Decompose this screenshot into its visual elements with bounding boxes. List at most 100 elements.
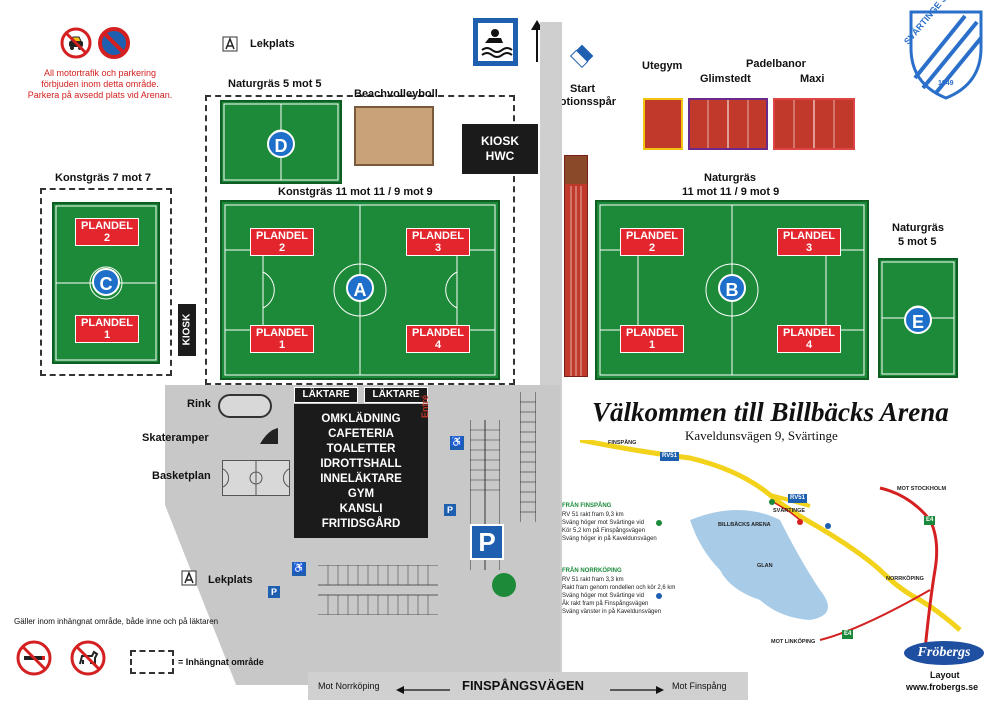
mini-e4-b: E4 [842, 630, 854, 639]
mini-mot-linkoping: MOT LINKÖPING [771, 639, 816, 645]
mini-norrkoping: NORRKÖPING [886, 576, 924, 582]
mini-glan: GLAN [757, 563, 773, 569]
galler-text: Gäller inom inhängnat område, både inne … [14, 617, 219, 626]
building-line-2: CAFETERIA [328, 428, 394, 440]
parking-sign: P [470, 524, 504, 560]
running-track-start [565, 156, 587, 184]
padelbanor-label: Padelbanor [746, 58, 806, 70]
wheelchair-icon: ♿ [450, 436, 464, 450]
basketball-court [222, 460, 290, 496]
arrow-right-icon [610, 682, 664, 694]
mini-svartinge: SVÄRTINGE [773, 508, 806, 514]
building-line-4: IDROTTSHALL [320, 458, 402, 470]
start-label-2: motionsspår [550, 96, 617, 108]
konstgras-a-label: Konstgräs 11 mot 11 / 9 mot 9 [278, 186, 433, 198]
inhagnat-legend-box [130, 650, 174, 674]
mini-rv51-b: RV51 [788, 494, 807, 503]
plandel-c-2-number: 2 [103, 232, 111, 244]
running-track [564, 155, 588, 377]
no-smoking-icon [16, 640, 52, 676]
kiosk-side-label: KIOSK [181, 313, 193, 346]
plandel-b-1-title: PLANDEL [626, 327, 678, 339]
field-c-marker: C [92, 268, 120, 296]
mini-mot-stockholm: MOT STOCKHOLM [897, 486, 947, 492]
mini-e4-a: E4 [924, 516, 936, 525]
notice-line-2: förbjuden inom detta område. [41, 79, 159, 89]
mini-rv51-a: RV51 [660, 452, 679, 461]
padel-court-maxi [773, 98, 855, 150]
kiosk-side: KIOSK [178, 304, 196, 356]
utegym-label: Utegym [642, 60, 683, 72]
from-finspang-line-1: RV 51 rakt fram 9,3 km [562, 512, 624, 518]
mini-finspang: FINSPÅNG [608, 440, 637, 446]
no-parking-icon [98, 27, 130, 59]
trail-start-flag-icon [568, 42, 596, 70]
main-building: OMKLÄDNING CAFETERIA TOALETTER IDROTTSHA… [294, 404, 428, 538]
playground-icon [222, 36, 238, 52]
field-d-marker: D [267, 130, 295, 158]
plandel-a-1-number: 1 [278, 339, 286, 351]
beachvolley-label: Beachvolleyboll [354, 88, 438, 100]
from-norrkoping-line-5: Sväng vänster in på Kaveldunsvägen [562, 609, 662, 615]
field-e-marker: E [904, 306, 932, 334]
parking-rows-right [519, 392, 537, 522]
mini-billbacks: BILLBÄCKS ARENA [718, 522, 771, 528]
from-finspang-head: FRÅN FINSPÅNG [562, 503, 612, 509]
from-finspang-line-3: Kör 5,2 km på Finspångsvägen [562, 528, 646, 534]
plandel-a-4-title: PLANDEL [412, 327, 464, 339]
beachvolley-court [354, 106, 434, 166]
parking-sign-letter: P [478, 527, 496, 557]
plandel-b-2-number: 2 [648, 242, 656, 254]
naturgras-b-label-1: Naturgräs [704, 172, 756, 184]
blue-dot-icon [656, 593, 662, 599]
field-b-marker: B [718, 274, 746, 302]
notice-line-3: Parkera på avsedd plats vid Arenan. [27, 90, 173, 100]
plandel-c-1-number: 1 [103, 329, 111, 341]
lekplats-top-label: Lekplats [250, 38, 295, 50]
glimstedt-label: Glimstedt [700, 73, 751, 85]
naturgras-e-label-1: Naturgräs [892, 222, 944, 234]
arrow-left-icon [396, 682, 450, 694]
rink-label: Rink [187, 398, 211, 410]
kiosk-hwc: KIOSK HWC [462, 124, 538, 174]
plandel-a-2-number: 2 [278, 242, 286, 254]
building-line-1: OMKLÄDNING [321, 413, 401, 425]
green-dot-icon [656, 520, 662, 526]
plandel-b-4-number: 4 [805, 339, 813, 351]
lekplats-bottom-label: Lekplats [208, 574, 253, 586]
club-year: 1949 [938, 80, 954, 87]
fence-c [40, 188, 172, 376]
mot-finspang-label: Mot Finspång [672, 681, 727, 691]
fence-a [205, 95, 515, 385]
finspangsvagen-label: FINSPÅNGSVÄGEN [462, 678, 585, 693]
from-norrkoping-line-2: Rakt fram genom rondellen och kör 2,6 km [562, 585, 676, 591]
building-line-3: TOALETTER [326, 443, 396, 455]
start-label-1: Start [570, 83, 596, 95]
laktare-2-label: LÄKTARE [372, 389, 420, 400]
from-norrkoping-head: FRÅN NORRKÖPING [562, 568, 622, 574]
maxi-label: Maxi [800, 73, 825, 85]
frobergs-logo: Fröbergs [904, 641, 984, 665]
naturgras-b-label-2: 11 mot 11 / 9 mot 9 [682, 186, 780, 198]
inhagnat-label: = Inhängnat område [178, 657, 264, 667]
laktare-1-label: LÄKTARE [302, 389, 350, 400]
naturgras-e-label-2: 5 mot 5 [898, 236, 937, 248]
utegym-area [643, 98, 683, 150]
from-finspang-line-4: Sväng höger in på Kaveldunsvägen [562, 536, 657, 542]
building-line-5: INNELÄKTARE [320, 473, 402, 485]
laktare-2: LÄKTARE [364, 387, 428, 403]
from-finspang-line-2: Sväng höger mot Svärtinge vid [562, 520, 645, 526]
playground-icon [181, 570, 197, 586]
plandel-a-3-number: 3 [434, 242, 442, 254]
frobergs-logo-text: Fröbergs [917, 645, 971, 660]
basketplan-label: Basketplan [152, 470, 211, 482]
frobergs-url: www.frobergs.se [906, 682, 979, 692]
